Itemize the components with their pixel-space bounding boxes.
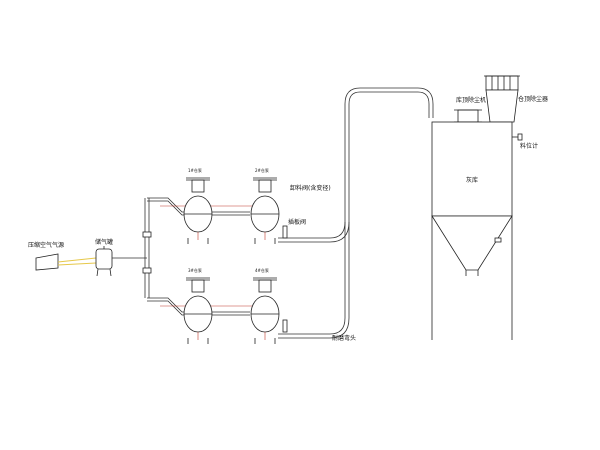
- silo: [431, 121, 513, 340]
- pump-3-tag: 3#仓泵: [188, 267, 202, 273]
- level-gauge-label: 料位计: [520, 142, 538, 150]
- lower-gate-valve: [282, 319, 288, 333]
- pump-2-tag: 2#仓泵: [255, 167, 269, 173]
- silo-top-fan-label: 库顶除尘机: [456, 96, 486, 104]
- pump-1-tag: 1#仓泵: [188, 167, 202, 173]
- air-tank-label: 储气罐: [95, 238, 113, 246]
- air-tank: [95, 246, 113, 277]
- silo-label: 灰库: [466, 176, 478, 184]
- riser-pipe: [344, 87, 434, 318]
- upper-branch-pipe: [147, 197, 250, 213]
- discharge-valve-label: 卸料阀(含变径): [290, 184, 331, 192]
- lower-branch-pipe: [147, 297, 250, 313]
- air-manifold: [142, 198, 152, 298]
- air-line: [57, 257, 97, 266]
- pump-1: [183, 177, 213, 244]
- elbow-label: 耐磨弯头: [332, 334, 356, 342]
- dust-collector: [484, 75, 520, 123]
- silo-top-fan: [454, 109, 482, 123]
- pump-2: [250, 177, 280, 244]
- compressor-label: 压缩空气气源: [28, 241, 64, 249]
- pump-3: [183, 277, 213, 344]
- pump-4-tag: 4#仓泵: [255, 267, 269, 273]
- lower-conveying-pipe: [278, 317, 346, 335]
- upper-gate-valve: [282, 225, 288, 239]
- dust-collector-label: 仓顶除尘器: [518, 95, 548, 103]
- pump-4: [250, 277, 280, 344]
- gate-valve-label: 插板阀: [288, 218, 306, 226]
- compressor: [35, 253, 59, 271]
